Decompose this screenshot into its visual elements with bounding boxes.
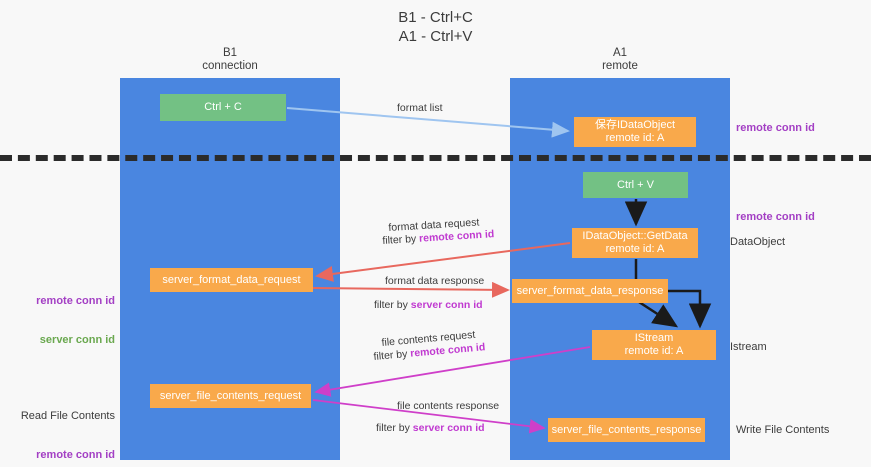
column-header-a1: A1 remote (602, 47, 638, 72)
node-idataobject-line2: remote id: A (605, 132, 665, 144)
node-getdata-line1: IDataObject::GetData (582, 230, 688, 242)
arrow-format-data-response (312, 281, 510, 298)
node-server-file-contents-response[interactable]: server_file_contents_response (548, 418, 705, 442)
note-remote-conn-id-top: remote conn id (736, 122, 815, 134)
note-server-conn-id: server conn id (39, 334, 115, 346)
page-title: B1 - Ctrl+C A1 - Ctrl+V (398, 9, 473, 45)
node-ctrl-v-label: Ctrl + V (617, 178, 654, 191)
edge-label-file-contents-response: file contents response (397, 400, 500, 412)
note-conn-ids: remote conn id server conn id (0, 269, 115, 373)
phase-divider (0, 155, 871, 161)
filter-key-server-conn-id: server conn id (412, 422, 485, 434)
edge-label-format-data-response: format data response (385, 275, 485, 287)
node-ctrl-c[interactable]: Ctrl + C (160, 94, 286, 121)
filter-prefix: filter by (374, 299, 411, 311)
filter-prefix: filter by (376, 422, 413, 434)
filter-key-server-conn-id: server conn id (410, 299, 483, 311)
filter-key-remote-conn-id: remote conn id (418, 228, 495, 245)
node-ctrl-v[interactable]: Ctrl + V (583, 172, 688, 198)
edge-label-format-data-response-filter: filter by server conn id (374, 298, 483, 312)
edge-label-file-contents-response-filter: filter by server conn id (376, 421, 485, 435)
edge-label-format-list: format list (397, 102, 443, 114)
node-idataobject-line1: 保存IDataObject (594, 119, 676, 131)
node-server-file-contents-request-label: server_file_contents_request (159, 389, 302, 402)
node-idataobject[interactable]: 保存IDataObject remote id: A (574, 117, 696, 147)
note-read-file-contents: Read File Contents (20, 410, 115, 422)
note-read-remote-conn-id: remote conn id (36, 449, 115, 461)
node-server-file-contents-response-label: server_file_contents_response (551, 423, 702, 436)
column-header-b1: B1 connection (202, 47, 258, 72)
node-server-file-contents-request[interactable]: server_file_contents_request (150, 384, 311, 408)
note-remote-conn-id-mid: remote conn id (736, 211, 815, 223)
node-ctrl-c-label: Ctrl + C (204, 101, 242, 113)
note-dataobject: DataObject (730, 236, 786, 248)
node-server-format-data-request[interactable]: server_format_data_request (150, 268, 313, 292)
node-istream-line1: IStream (634, 332, 674, 344)
node-server-format-data-response-label: server_format_data_response (516, 284, 664, 297)
node-idataobject-getdata[interactable]: IDataObject::GetData remote id: A (572, 228, 698, 258)
note-read-file-contents-group: Read File Contents remote conn id server… (0, 384, 115, 467)
node-server-format-data-response[interactable]: server_format_data_response (512, 279, 668, 303)
node-getdata-line2: remote id: A (605, 243, 665, 255)
filter-prefix: filter by (382, 232, 420, 247)
filter-prefix: filter by (373, 347, 411, 363)
note-remote-conn-id: remote conn id (36, 295, 115, 307)
node-istream[interactable]: IStream remote id: A (592, 330, 716, 360)
note-write-file-contents: Write File Contents (736, 424, 830, 436)
node-server-format-data-request-label: server_format_data_request (162, 273, 301, 286)
note-istream: Istream (730, 341, 767, 353)
node-istream-line2: remote id: A (624, 345, 684, 357)
